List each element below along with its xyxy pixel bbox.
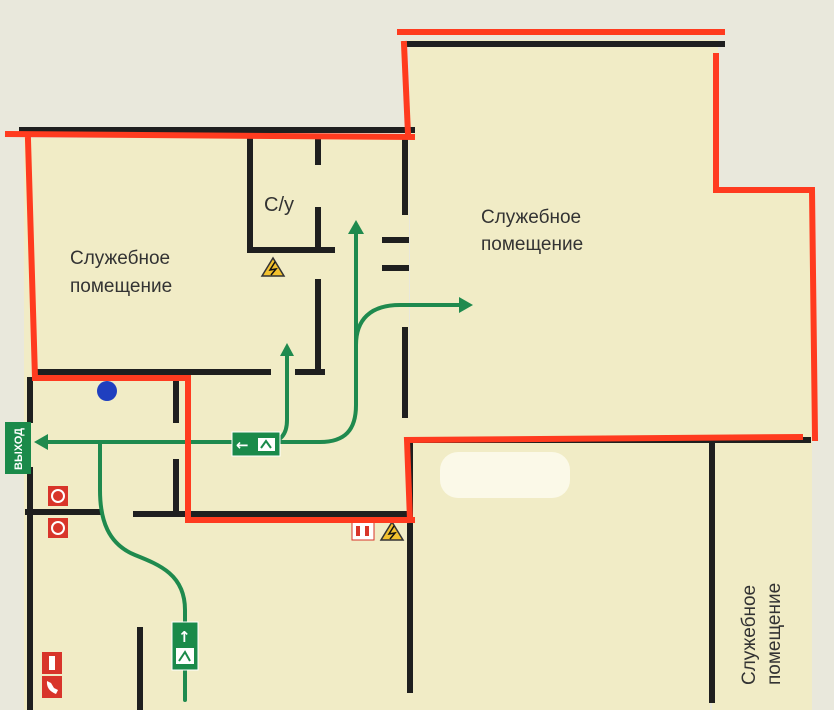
fire-hose-reel-1 — [51, 489, 65, 503]
exit-sign: ВЫХОД — [5, 422, 31, 474]
room-glare — [440, 452, 570, 498]
electrical-hazard-icon — [260, 256, 286, 277]
fire-extinguisher-icon — [42, 652, 62, 674]
fire-equipment-box — [351, 521, 375, 541]
room-fill-bottom-left — [24, 518, 410, 710]
arrowhead-up — [348, 220, 364, 234]
hazard-triangle — [260, 256, 286, 277]
room-fill-bottom-right — [712, 438, 812, 710]
fire-phone-handset — [46, 681, 58, 694]
hazard-triangle — [379, 520, 405, 541]
fire-extinguisher-body — [49, 656, 55, 670]
arrowhead-left-exit — [34, 434, 48, 450]
room-top-right-line2: помещение — [481, 234, 583, 255]
fire-hose-box-2 — [48, 518, 68, 538]
room-fill-top-right — [410, 40, 812, 438]
arrowhead-right — [459, 297, 473, 313]
room-labels: Служебное помещение Служебное помещение … — [70, 194, 785, 685]
highlight-left-edge — [24, 136, 415, 523]
fire-equipment-icon — [351, 521, 375, 541]
fire-hose-box-1 — [48, 486, 68, 506]
highlight-bottom-edge — [403, 433, 804, 524]
evacuation-routes — [38, 226, 462, 702]
fire-hose-reel-2 — [51, 521, 65, 535]
fire-equipment-mark-2 — [365, 526, 369, 536]
exit-sign-runner-figure — [260, 439, 272, 449]
fire-alarm-dot-icon — [97, 381, 117, 401]
exit-sign-box — [5, 422, 31, 474]
highlight-top-left-room — [4, 130, 416, 141]
hazard-bolt — [387, 525, 397, 540]
hazard-bolt — [268, 261, 278, 276]
exit-sign-runner — [258, 438, 275, 451]
evacuation-route-bottom — [98, 440, 187, 702]
utility-room-label: С/у — [264, 194, 294, 216]
arrowhead-up-utility — [280, 343, 294, 356]
room-top-right-line1: Служебное — [481, 207, 581, 228]
evacuation-route-top-right — [38, 303, 462, 444]
highlight-outline — [4, 29, 819, 524]
exit-sign-arrow-left: ← — [236, 436, 249, 454]
emergency-exit-sign-icon: ↑ — [171, 621, 199, 671]
room-fill-corridor — [24, 378, 410, 518]
exit-label: ВЫХОД — [13, 428, 25, 470]
room-fills — [24, 40, 812, 710]
emergency-exit-sign-icon: ← — [231, 431, 281, 457]
room-fill-top-left — [24, 138, 409, 378]
fire-equipment-mark-1 — [356, 526, 360, 536]
room-bottom-right-line2: помещение — [764, 583, 785, 685]
exit-sign-arrow-up: ↑ — [178, 628, 191, 646]
electrical-hazard-icon — [379, 520, 405, 541]
exit-sign-runner-figure — [178, 650, 191, 662]
fire-hose-icon — [48, 486, 68, 538]
room-top-left-line2: помещение — [70, 276, 172, 297]
room-top-left-line1: Служебное — [70, 248, 170, 269]
highlight-top-right-left-edge — [400, 40, 412, 138]
highlight-top-right-right-edge — [713, 53, 819, 442]
room-bottom-right-line1: Служебное — [739, 585, 760, 685]
route-arrowheads — [34, 220, 473, 450]
fire-phone-icon — [42, 676, 62, 698]
